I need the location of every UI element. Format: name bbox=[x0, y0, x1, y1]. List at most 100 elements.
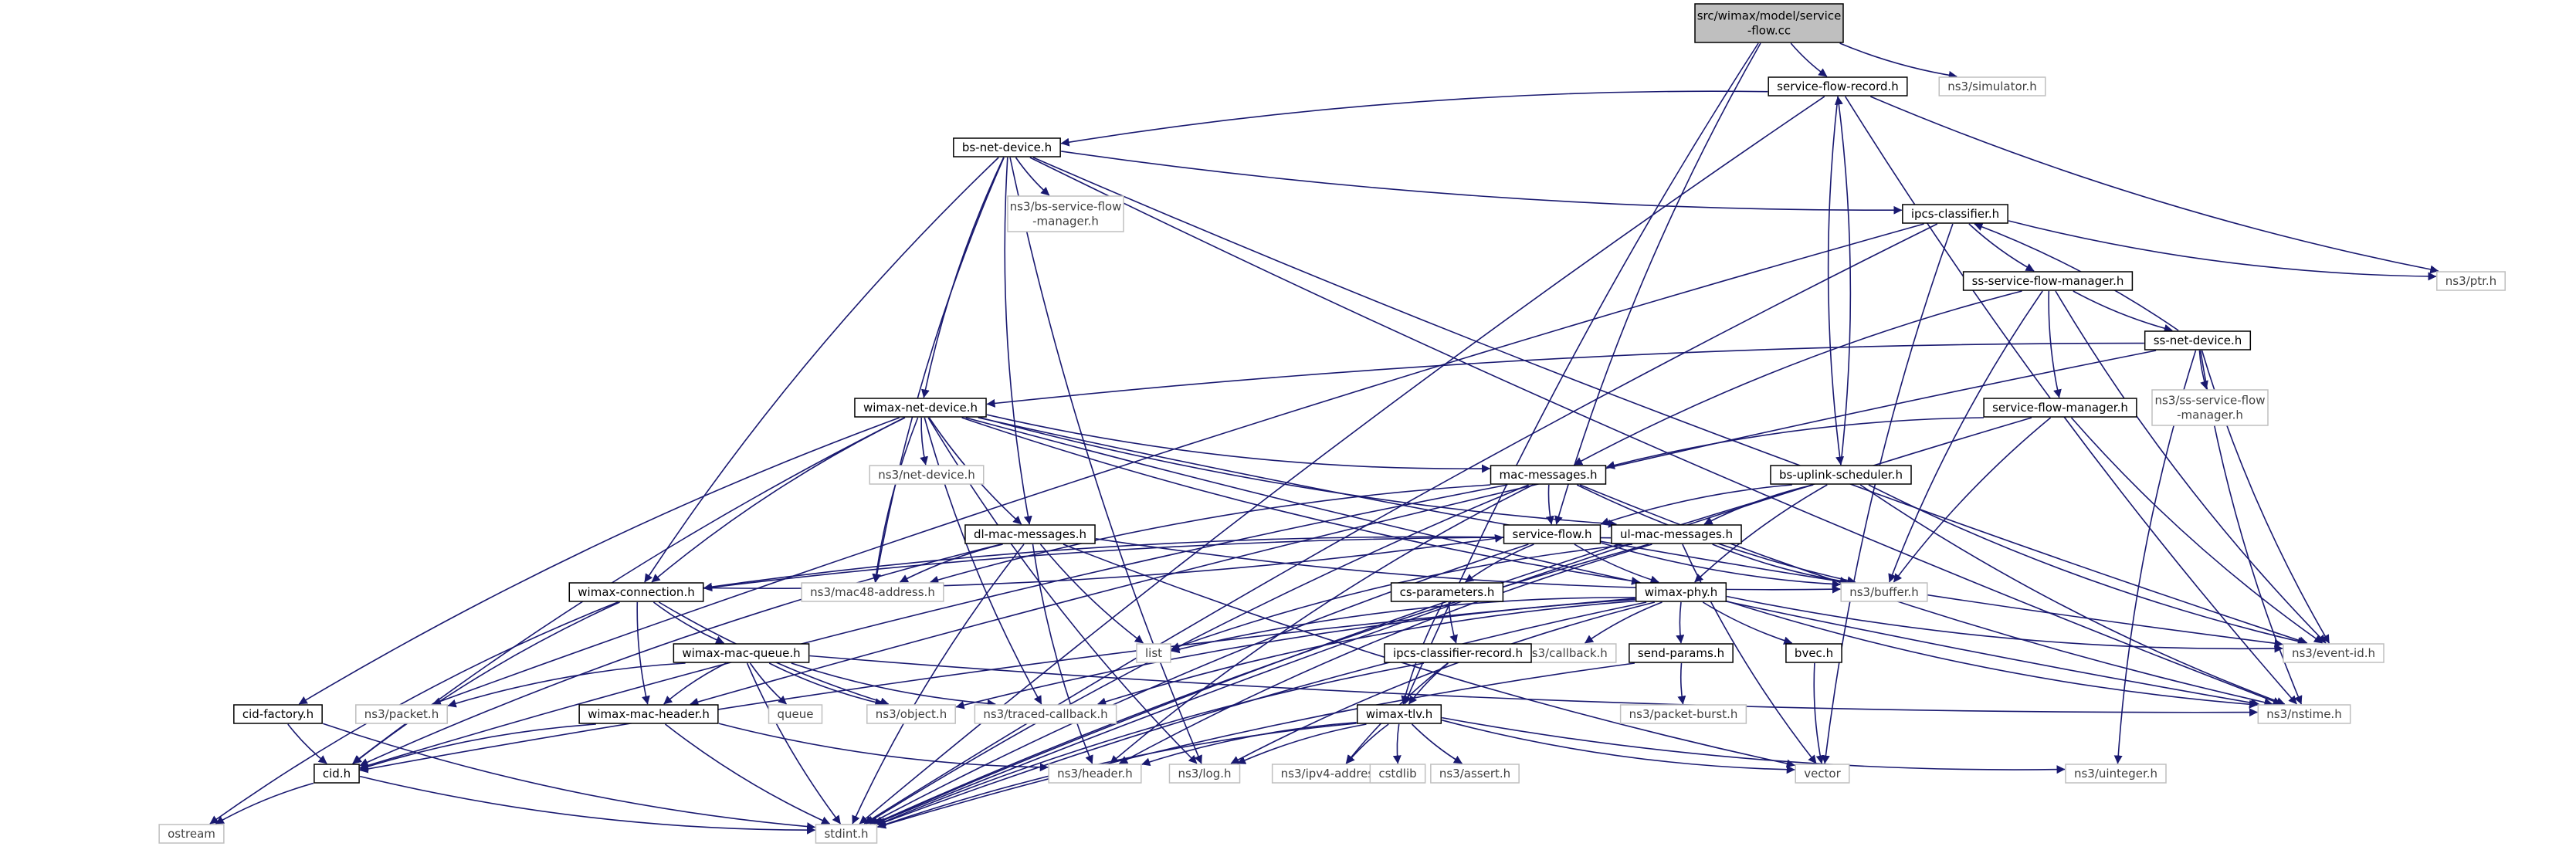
node-label: list bbox=[1145, 646, 1162, 660]
node-bssfm: ns3/bs-service-flow-manager.h bbox=[1007, 195, 1124, 232]
edge-wnd-to-nstime bbox=[965, 417, 2259, 707]
node-vector: vector bbox=[1795, 764, 1850, 784]
node-box bbox=[1356, 704, 1442, 724]
edge-wnd-to-cidfac bbox=[298, 417, 900, 705]
edge-wmh-to-header bbox=[718, 723, 1049, 772]
node-label: service-flow-manager.h bbox=[1992, 401, 2128, 415]
edge-ulmac-to-stdint bbox=[873, 544, 1649, 825]
node-box bbox=[1902, 204, 2008, 224]
node-object: ns3/object.h bbox=[866, 704, 956, 724]
edge-root-to-sf bbox=[1554, 42, 1761, 525]
node-ostream: ostream bbox=[158, 824, 225, 844]
edge-cid-to-stdint bbox=[359, 775, 816, 835]
node-label: ns3/ipv4-address.h bbox=[1281, 767, 1391, 781]
node-box bbox=[869, 465, 985, 485]
node-sendp: send-params.h bbox=[1629, 643, 1734, 663]
edge-bsnd-to-nstime bbox=[1029, 157, 2282, 706]
node-eventid: ns3/event-id.h bbox=[2283, 643, 2384, 663]
edge-wnd-to-mac48 bbox=[872, 417, 919, 583]
node-label: ns3/uinteger.h bbox=[2074, 767, 2157, 781]
node-wphy: wimax-phy.h bbox=[1635, 582, 1727, 602]
node-ssnd: ss-net-device.h bbox=[2144, 330, 2252, 350]
edge-wmq-to-packet bbox=[447, 662, 686, 708]
node-label: ul-mac-messages.h bbox=[1620, 527, 1733, 541]
node-layer: src/wimax/model/service-flow.ccservice-f… bbox=[158, 3, 2506, 844]
node-label: dl-mac-messages.h bbox=[974, 527, 1086, 541]
edge-tlv-to-vector bbox=[1442, 720, 1795, 774]
node-label: ss-service-flow-manager.h bbox=[1972, 274, 2124, 288]
edge-macmsg-to-sf bbox=[1545, 484, 1554, 525]
edge-macmsg-to-header bbox=[1110, 484, 1534, 764]
node-label: queue bbox=[778, 707, 814, 721]
edge-tlv-to-assert bbox=[1411, 723, 1463, 764]
edge-bsnd-to-mac48 bbox=[873, 157, 1005, 583]
node-box bbox=[314, 764, 360, 784]
edge-sfr-to-bsups bbox=[1827, 96, 1845, 466]
edge-sfm-to-buffer bbox=[1893, 417, 2052, 583]
node-box bbox=[1430, 764, 1520, 784]
node-label: ns3/traced-callback.h bbox=[983, 707, 1107, 721]
node-label: ss-net-device.h bbox=[2154, 334, 2242, 347]
edge-bsnd-to-wconn bbox=[644, 157, 999, 583]
edge-layer bbox=[209, 42, 2439, 835]
edge-ulmac-to-vector bbox=[1682, 544, 1817, 764]
edge-tlv-to-ipv4 bbox=[1346, 723, 1389, 764]
node-box bbox=[1168, 764, 1241, 784]
node-mac48: ns3/mac48-address.h bbox=[801, 582, 944, 602]
edge-sssfm-to-eventid bbox=[2055, 290, 2327, 644]
node-buffer: ns3/buffer.h bbox=[1840, 582, 1928, 602]
node-box bbox=[673, 643, 810, 663]
node-box bbox=[2065, 764, 2167, 784]
node-box bbox=[1384, 643, 1532, 663]
node-ipcs: ipcs-classifier.h bbox=[1902, 204, 2008, 224]
node-tlv: wimax-tlv.h bbox=[1356, 704, 1442, 724]
edge-wphy-to-cid bbox=[359, 598, 1635, 774]
edge-dlmac-to-stdint bbox=[852, 544, 1025, 825]
edge-bsups-to-nstime bbox=[1859, 484, 2286, 706]
node-box bbox=[2436, 271, 2506, 291]
node-wnd: wimax-net-device.h bbox=[854, 398, 987, 418]
node-header: ns3/header.h bbox=[1048, 764, 1142, 784]
node-label: bs-uplink-scheduler.h bbox=[1779, 468, 1903, 482]
edge-macmsg-to-stdint bbox=[865, 484, 1529, 825]
edge-cidfac-to-stdint bbox=[322, 723, 816, 831]
node-box bbox=[1962, 271, 2134, 291]
edge-sf-to-wconn bbox=[703, 536, 1503, 591]
edge-bsups-to-sf bbox=[1600, 484, 1792, 526]
edge-dlmac-to-header bbox=[1032, 544, 1093, 764]
node-label: -manager.h bbox=[1032, 215, 1099, 229]
edge-sf-to-csparam bbox=[1465, 544, 1534, 583]
edge-dlmac-to-vector bbox=[1063, 544, 1795, 768]
node-label: wimax-connection.h bbox=[578, 585, 694, 599]
node-label: ns3/net-device.h bbox=[878, 468, 975, 482]
node-box bbox=[1983, 398, 2137, 418]
node-label: mac-messages.h bbox=[1500, 468, 1598, 482]
node-macmsg: mac-messages.h bbox=[1490, 465, 1607, 485]
node-nstime: ns3/nstime.h bbox=[2257, 704, 2351, 724]
edge-root-to-sfr bbox=[1790, 42, 1828, 77]
edge-ipcs-to-vector bbox=[1821, 223, 1954, 764]
node-list: list bbox=[1136, 643, 1171, 663]
node-label: cid.h bbox=[323, 767, 351, 781]
node-box bbox=[1611, 524, 1742, 544]
node-box bbox=[1795, 764, 1850, 784]
edge-wmq-to-traced bbox=[791, 662, 996, 708]
edge-bsups-to-sfr bbox=[1834, 96, 1852, 466]
edge-ssnd-to-ns3sssfm bbox=[2198, 350, 2208, 390]
edge-wmq-to-wmh bbox=[663, 662, 727, 705]
node-label: service-flow-record.h bbox=[1777, 80, 1899, 93]
node-box bbox=[1515, 643, 1617, 663]
node-box bbox=[768, 704, 823, 724]
node-label: ns3/event-id.h bbox=[2292, 646, 2375, 660]
node-box bbox=[2257, 704, 2351, 724]
edge-sssfm-to-ssnd bbox=[2073, 290, 2173, 333]
node-box bbox=[1629, 643, 1734, 663]
node-label: ns3/mac48-address.h bbox=[810, 585, 935, 599]
node-box bbox=[1694, 3, 1844, 43]
node-label: vector bbox=[1804, 767, 1841, 781]
node-label: ns3/object.h bbox=[876, 707, 947, 721]
node-label: wimax-tlv.h bbox=[1366, 707, 1433, 721]
node-traced: ns3/traced-callback.h bbox=[974, 704, 1117, 724]
node-box bbox=[2151, 389, 2269, 426]
